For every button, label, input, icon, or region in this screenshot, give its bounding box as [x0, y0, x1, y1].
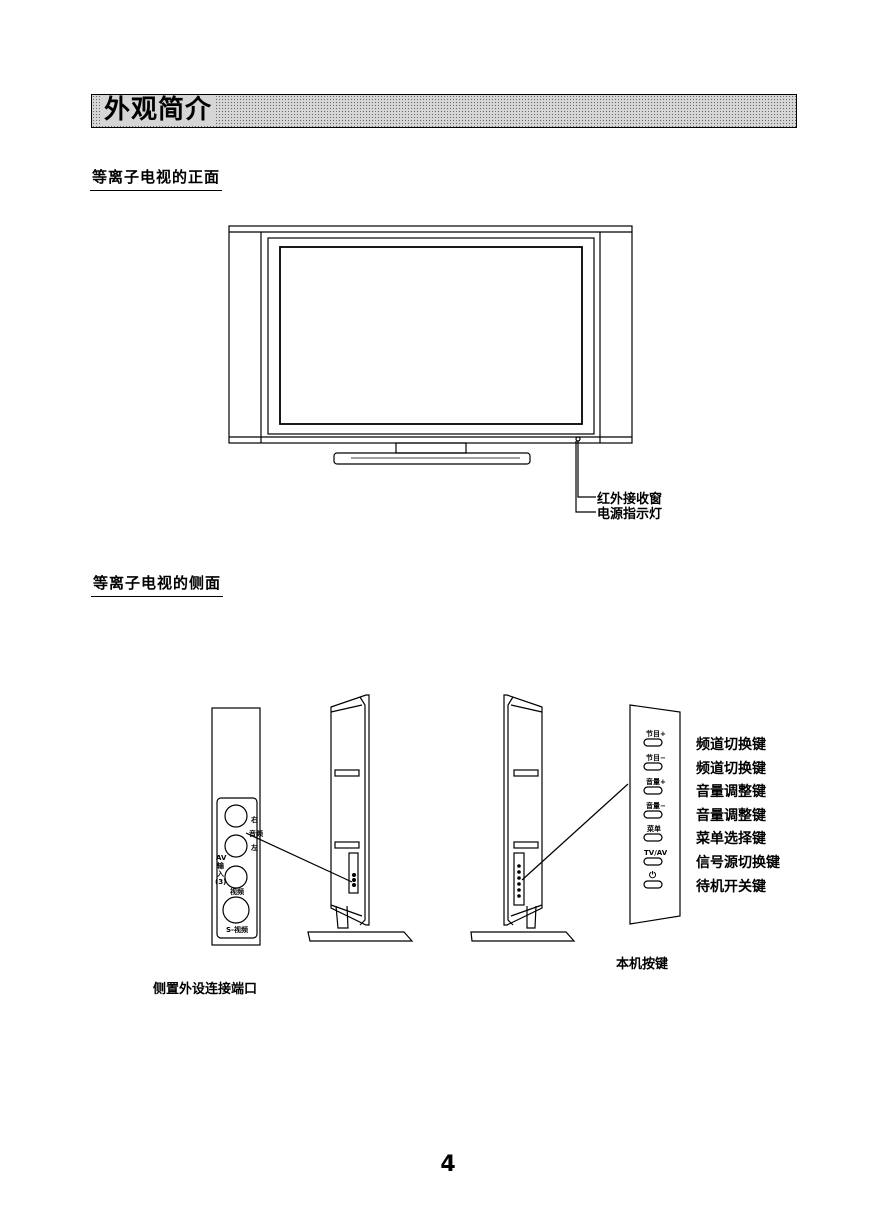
buttons-caption: 本机按键	[616, 957, 669, 972]
video-jack	[224, 865, 248, 889]
stand-right	[470, 931, 576, 942]
btn-tag-ch-up: 节目+	[646, 729, 666, 738]
audio-left-jack	[224, 834, 248, 858]
button-label-vol-down: 音量调整键	[696, 808, 766, 824]
button-label-ch-down: 频道切换键	[696, 761, 766, 777]
button-label-ch-up: 频道切换键	[696, 737, 766, 753]
tv-side-profile-left	[330, 694, 370, 926]
audio-right-jack	[224, 804, 248, 828]
btn-tag-ch-down: 节目−	[646, 753, 666, 762]
button-label-menu: 菜单选择键	[696, 831, 766, 847]
tv-screen	[279, 246, 583, 425]
chapter-title: 外观简介	[100, 95, 217, 126]
port-label-video: 视频	[230, 887, 244, 896]
callout-ir-window: 红外接收窗	[597, 492, 663, 507]
page-number: 4	[440, 1152, 456, 1177]
btn-ch-down	[643, 762, 663, 771]
ports-panel	[211, 707, 261, 946]
button-label-vol-up: 音量调整键	[696, 784, 766, 800]
btn-tag-menu: 菜单	[646, 824, 661, 833]
port-label-left: 左	[250, 843, 258, 852]
port-label-audio: 音频	[249, 829, 263, 838]
callout-power-indicator: 电源指示灯	[597, 507, 663, 522]
btn-standby	[643, 880, 663, 889]
side-section-title: 等离子电视的侧面	[91, 572, 224, 597]
buttons-panel	[629, 704, 681, 925]
chapter-banner: 外观简介	[91, 94, 797, 128]
btn-tag-vol-down: 音量−	[646, 801, 666, 810]
btn-tag-tvav: TV/AV	[644, 849, 668, 857]
stand-left	[307, 931, 414, 942]
power-icon: ⏻	[649, 870, 657, 881]
port-label-svideo: S-视频	[226, 925, 248, 934]
button-label-tvav: 信号源切换键	[696, 855, 780, 871]
btn-menu	[643, 833, 663, 842]
button-label-standby: 待机开关键	[696, 879, 766, 895]
btn-vol-up	[643, 786, 663, 795]
btn-tvav	[643, 857, 663, 866]
front-section-title: 等离子电视的正面	[90, 166, 223, 191]
port-label-right: 右	[250, 815, 258, 824]
tv-screen-bezel	[267, 237, 595, 435]
port-label-av-3: 入	[216, 870, 224, 878]
port-label-av-4: (3)	[215, 878, 226, 886]
btn-tag-vol-up: 音量+	[646, 777, 666, 786]
ports-caption: 侧置外设连接端口	[153, 982, 258, 997]
port-label-av-1: AV	[216, 854, 227, 862]
port-label-av-2: 输	[217, 861, 225, 870]
svideo-jack	[222, 896, 250, 924]
tv-stand-base	[333, 452, 531, 465]
btn-ch-up	[643, 738, 663, 747]
btn-vol-down	[643, 810, 663, 819]
ports-inset	[216, 797, 258, 939]
tv-side-profile-right	[503, 694, 543, 926]
